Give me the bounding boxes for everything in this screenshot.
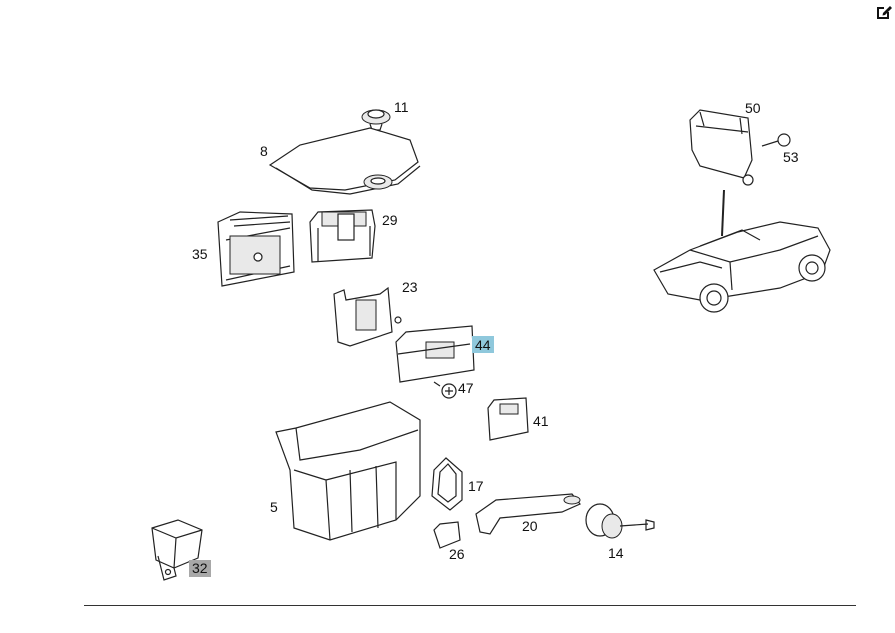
label-14[interactable]: 14	[608, 545, 624, 561]
part-20-tube[interactable]	[475, 493, 581, 535]
part-14-sensor[interactable]	[585, 503, 655, 539]
label-44[interactable]: 44	[475, 337, 491, 353]
footer-divider	[84, 605, 856, 606]
part-50-control-unit[interactable]	[689, 109, 754, 186]
part-29-relay-box[interactable]	[309, 209, 376, 263]
part-32-highlight	[189, 560, 211, 577]
label-53[interactable]: 53	[783, 149, 799, 165]
car-illustration	[653, 221, 831, 313]
part-17-gasket[interactable]	[431, 457, 463, 511]
connection-wire	[721, 189, 725, 237]
part-44-highlight	[472, 336, 494, 353]
part-41-module[interactable]	[487, 397, 529, 441]
label-5[interactable]: 5	[270, 499, 278, 515]
part-44-control-module[interactable]	[395, 325, 475, 383]
label-32[interactable]: 32	[192, 560, 208, 576]
label-8[interactable]: 8	[260, 143, 268, 159]
part-26-cap[interactable]	[433, 521, 461, 549]
label-35[interactable]: 35	[192, 246, 208, 262]
label-11[interactable]: 11	[394, 99, 409, 115]
label-50[interactable]: 50	[745, 100, 761, 116]
part-23-bracket[interactable]	[333, 286, 402, 347]
edit-icon[interactable]	[874, 2, 894, 22]
label-26[interactable]: 26	[449, 546, 465, 562]
part-11-grommet[interactable]	[361, 109, 391, 131]
label-17[interactable]: 17	[468, 478, 484, 494]
label-41[interactable]: 41	[533, 413, 549, 429]
part-35-control-unit[interactable]	[217, 211, 295, 287]
part-5-housing[interactable]	[275, 401, 421, 541]
part-47-screw[interactable]	[433, 381, 457, 399]
label-29[interactable]: 29	[382, 212, 398, 228]
label-47[interactable]: 47	[458, 380, 474, 396]
part-53-screw[interactable]	[761, 133, 791, 147]
label-23[interactable]: 23	[402, 279, 418, 295]
label-20[interactable]: 20	[522, 518, 538, 534]
part-32-relay[interactable]	[151, 519, 203, 581]
part-8-cover[interactable]	[268, 127, 421, 195]
